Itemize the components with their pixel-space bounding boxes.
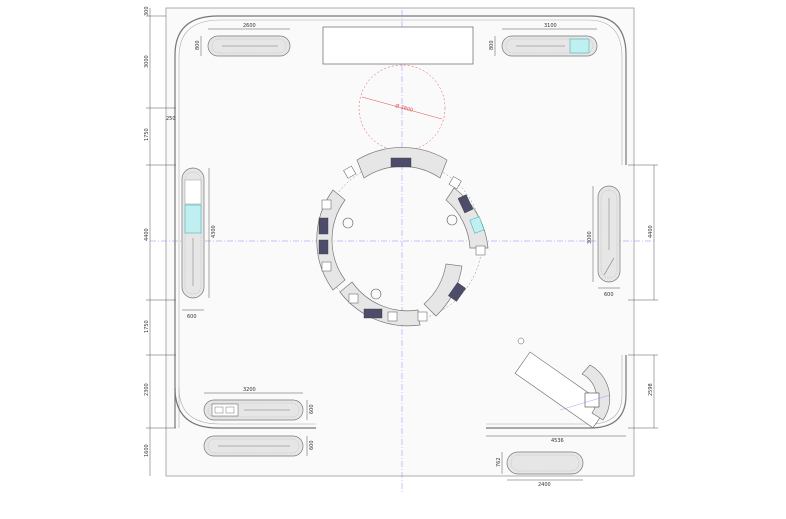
stool-2 — [446, 214, 458, 226]
desk-top-left-depth: 800 — [195, 40, 201, 50]
desk-bottom-left-panel-a — [214, 406, 224, 414]
desk-right-diag — [603, 257, 615, 276]
desk-bottom-left-2-depth: 600 — [309, 440, 315, 450]
wall-top — [174, 15, 627, 428]
dim-left-1750-top: 1750 — [144, 128, 150, 141]
dim-left-1750-bottom: 1750 — [144, 320, 150, 333]
diameter-line — [361, 96, 443, 120]
wall-bottom-left-inner — [178, 387, 316, 425]
desk-left-height: 4300 — [211, 225, 217, 238]
curved-counter — [581, 364, 611, 421]
ring-chair-3 — [321, 199, 332, 210]
desk-bottom-right-depth: 762 — [496, 457, 502, 467]
wall-bottom-left — [174, 387, 316, 429]
desk-bottom-left-2: 600 — [203, 435, 315, 457]
desk-left-panel — [184, 179, 202, 205]
dim-left-2300: 2300 — [144, 383, 150, 396]
ring-right-upper-screen — [457, 194, 474, 214]
desk-top-right: 3100 800 — [489, 23, 598, 57]
right-dimension-chain: 4400 2598 4536 — [486, 164, 658, 444]
ring-top-screen — [390, 157, 412, 168]
desk-bottom-right-width: 2400 — [538, 482, 551, 488]
dim-right-2598: 2598 — [648, 383, 654, 396]
desk-right-inner — [600, 189, 618, 279]
desk-top-right-width: 3100 — [544, 23, 557, 29]
desk-top-right-inner — [505, 38, 594, 54]
dim-left-250: 250 — [166, 116, 176, 122]
installation-guide — [559, 394, 611, 411]
wall-bottom-right — [486, 355, 627, 429]
dim-left-4400: 4400 — [144, 228, 150, 241]
desk-bottom-right-inner — [510, 454, 580, 472]
dim-top-300: 300 — [144, 6, 150, 16]
counter-seat — [584, 392, 600, 408]
desk-left-highlight — [184, 204, 202, 234]
desk-top-left-inner — [211, 38, 287, 54]
ring-bottom-screen — [363, 308, 383, 319]
ring-chair-1 — [343, 165, 357, 179]
desk-bottom-right: 762 2400 — [496, 451, 584, 488]
ring-chair-5 — [348, 293, 359, 304]
desk-left-depth: 600 — [187, 314, 197, 320]
desk-top-left-width: 2600 — [243, 23, 256, 29]
dim-right-4400: 4400 — [648, 225, 654, 238]
desk-bottom-left-width: 3200 — [243, 387, 256, 393]
desk-bottom-left-depth: 600 — [309, 404, 315, 414]
stool-1 — [342, 217, 354, 229]
ring-left-screen-a — [318, 217, 329, 235]
clearance-circle — [358, 64, 446, 152]
desk-bottom-right-body — [506, 451, 584, 475]
desk-bottom-left-2-inner — [207, 438, 300, 454]
desk-top-right-depth: 800 — [489, 40, 495, 50]
desk-left: 4300 600 — [181, 167, 217, 320]
desk-right-height: 3000 — [587, 231, 593, 244]
dim-left-1600: 1600 — [144, 444, 150, 457]
installation-chair — [517, 337, 525, 345]
angled-installation — [514, 337, 611, 429]
desk-top-right-highlight — [569, 38, 590, 54]
ring-chair-8 — [475, 245, 486, 256]
central-ring — [316, 147, 489, 327]
circle-diameter-label: Ø 2800 — [394, 102, 413, 113]
ring-right-lower-screen — [448, 282, 466, 302]
stool-3 — [370, 288, 382, 300]
desk-bottom-left-inner — [207, 402, 300, 418]
ring-chair-4 — [321, 261, 332, 272]
dim-left-3000: 3000 — [144, 55, 150, 68]
desk-bottom-left: 3200 600 — [203, 387, 315, 421]
desk-bottom-left-panel-b — [225, 406, 235, 414]
desk-right-depth: 600 — [604, 292, 614, 298]
ring-left-screen-b — [318, 239, 329, 255]
dim-bottom-4536: 4536 — [551, 438, 564, 444]
ring-chair-2 — [448, 176, 462, 190]
desk-right: 3000 600 — [587, 185, 621, 298]
left-dimension-chain: 300 3000 250 1750 4400 1750 2300 1600 — [144, 6, 176, 476]
wall-top-inner — [178, 19, 623, 428]
room-walls — [165, 7, 635, 477]
ring-chair-7 — [417, 311, 428, 322]
ring-chair-6 — [387, 311, 398, 322]
ring-right-highlight — [469, 216, 485, 234]
top-stage-rect — [322, 26, 474, 65]
desk-top-left: 2600 800 — [195, 23, 291, 57]
